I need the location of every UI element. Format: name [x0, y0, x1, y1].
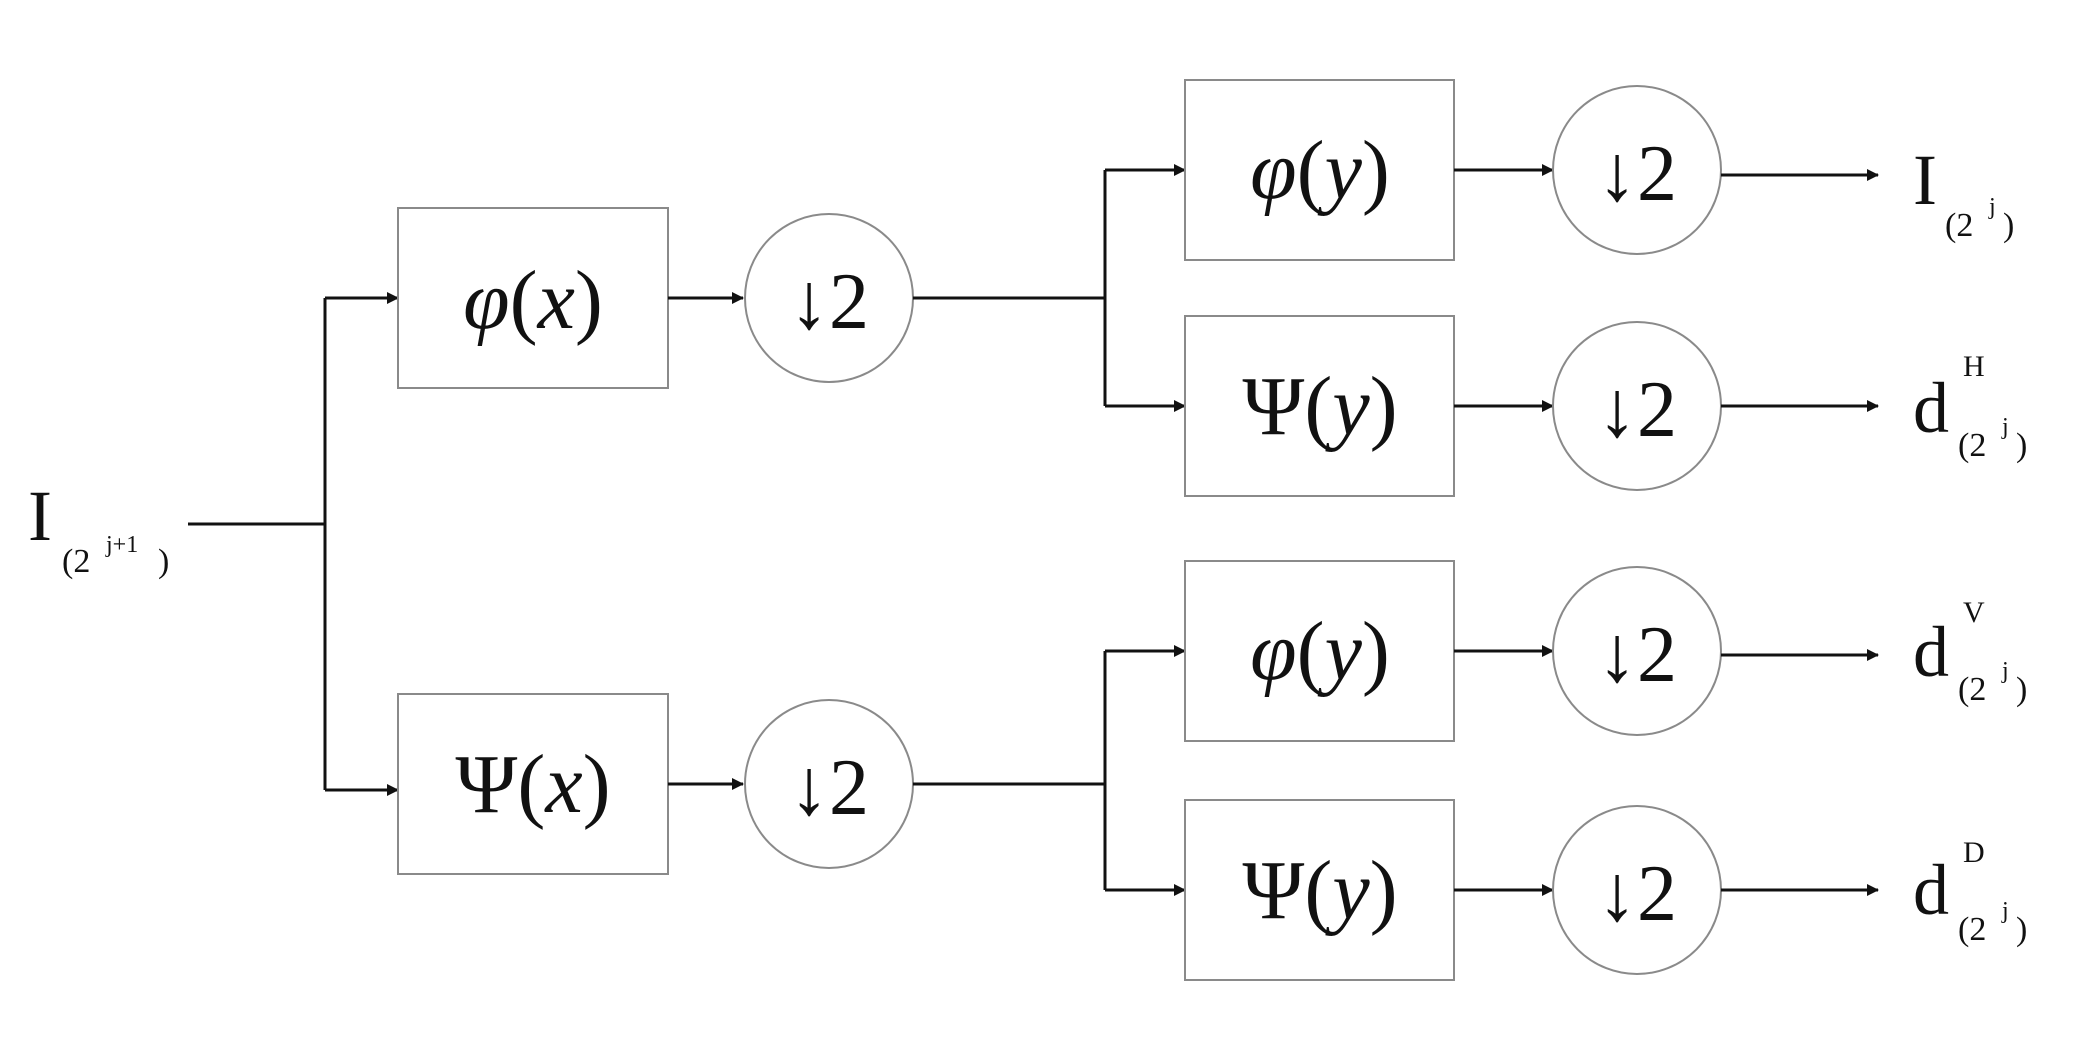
svg-text:I: I — [28, 476, 52, 556]
filter-label-phi-x: φ(x) — [463, 254, 603, 347]
downsample-label-4: ↓2 — [1597, 366, 1677, 454]
filter-box-phi-x — [397, 207, 669, 389]
downsample-label-2: ↓2 — [789, 744, 869, 832]
svg-text:): ) — [158, 543, 169, 580]
filter-label-psi-x: Ψ(x) — [455, 738, 610, 831]
stage2-connectors — [913, 164, 1186, 896]
downsample-circle-3 — [1552, 85, 1722, 255]
svg-text:d: d — [1913, 850, 1949, 930]
svg-text:j: j — [1988, 194, 1996, 220]
downsample-label-5: ↓2 — [1597, 611, 1677, 699]
svg-text:d: d — [1913, 612, 1949, 692]
svg-text:(2: (2 — [1958, 911, 1986, 948]
downsample-label-3: ↓2 — [1597, 130, 1677, 218]
stage1-branch-lowpass: φ(x) ↓2 — [397, 207, 914, 389]
stage2-row-vertical-detail: φ(y) ↓2 d V (2 j ) — [1184, 560, 2027, 742]
svg-text:(2: (2 — [1958, 671, 1986, 708]
svg-text:): ) — [2016, 671, 2027, 708]
output-label-approximation: I (2 j ) — [1913, 140, 2014, 244]
svg-text:D: D — [1963, 836, 1985, 869]
filter-label-phi-y-2: φ(y) — [1250, 605, 1390, 698]
svg-text:): ) — [2016, 911, 2027, 948]
downsample-circle-5 — [1552, 566, 1722, 736]
svg-text:j: j — [2001, 414, 2009, 440]
filter-box-psi-x — [397, 693, 669, 875]
svg-text:j: j — [2001, 658, 2009, 684]
svg-text:): ) — [2003, 207, 2014, 244]
svg-text:H: H — [1963, 350, 1985, 383]
downsample-label-1: ↓2 — [789, 258, 869, 346]
downsample-label-6: ↓2 — [1597, 850, 1677, 938]
svg-text:(2: (2 — [1958, 427, 1986, 464]
filter-label-psi-y-1: Ψ(y) — [1242, 360, 1397, 453]
output-label-vertical-detail: d V (2 j ) — [1913, 596, 2027, 708]
svg-text:(2: (2 — [1945, 207, 1973, 244]
stage1-branch-highpass: Ψ(x) ↓2 — [397, 693, 914, 875]
filter-box-phi-y-2 — [1184, 560, 1455, 742]
svg-text:): ) — [2016, 427, 2027, 464]
svg-text:j: j — [2001, 898, 2009, 924]
filter-box-psi-y-1 — [1184, 315, 1455, 497]
svg-text:(2: (2 — [62, 543, 90, 580]
filter-label-phi-y-1: φ(y) — [1250, 124, 1390, 217]
svg-text:j+1: j+1 — [105, 532, 138, 558]
input-signal-label: I (2 j+1 ) — [28, 476, 169, 580]
svg-text:I: I — [1913, 140, 1937, 220]
output-label-diagonal-detail: d D (2 j ) — [1913, 836, 2027, 948]
filter-label-psi-y-2: Ψ(y) — [1242, 844, 1397, 937]
filter-box-phi-y-1 — [1184, 79, 1455, 261]
output-label-horizontal-detail: d H (2 j ) — [1913, 350, 2027, 464]
svg-text:d: d — [1913, 368, 1949, 448]
stage2-row-diagonal-detail: Ψ(y) ↓2 d D (2 j ) — [1184, 799, 2027, 981]
stage1-connectors — [188, 292, 399, 796]
svg-text:V: V — [1963, 596, 1985, 629]
stage2-row-horizontal-detail: Ψ(y) ↓2 d H (2 j ) — [1184, 315, 2027, 497]
stage2-row-approximation: φ(y) ↓2 I (2 j ) — [1184, 79, 2014, 261]
